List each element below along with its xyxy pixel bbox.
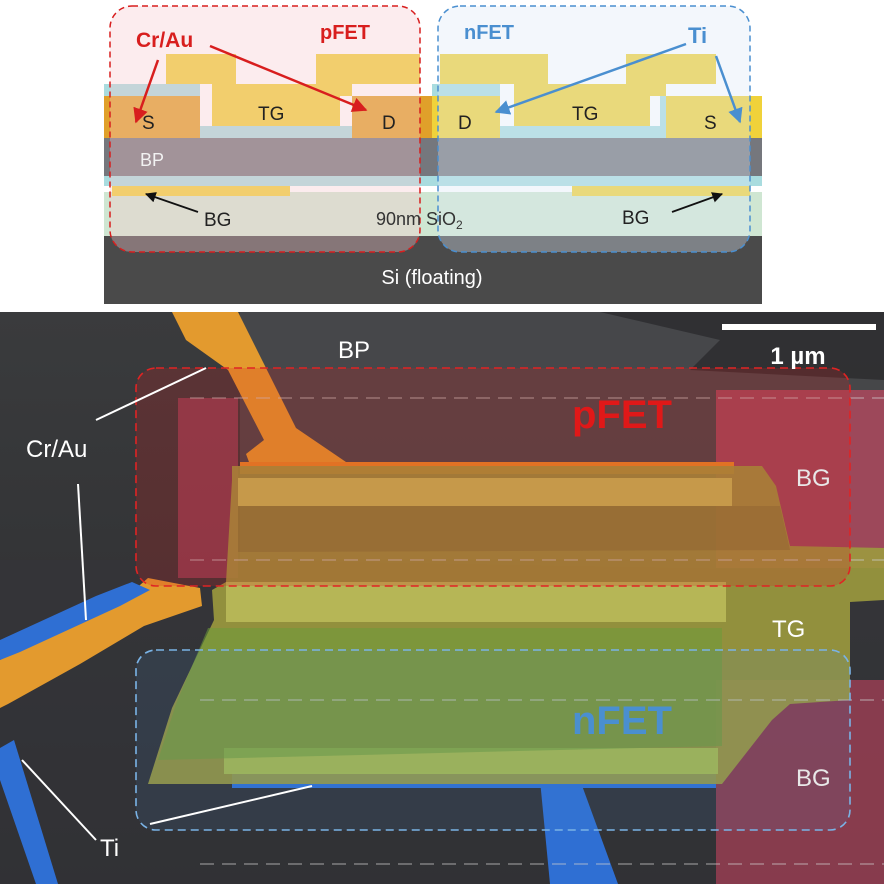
device-schematic: Cr/Au pFET nFET Ti S TG D D TG S BP BG 9… — [104, 5, 762, 304]
ti-lead-bottom — [540, 780, 618, 884]
back-gate-left — [112, 186, 290, 196]
bg-left-label: BG — [204, 210, 231, 231]
pfet-channel-tint — [238, 506, 790, 552]
bg-right-label: BG — [622, 208, 649, 229]
sem-nfet-region — [135, 649, 851, 831]
p-drain-label: D — [382, 113, 396, 134]
ti-arrow-drain — [494, 42, 687, 115]
nfet-label: nFET — [464, 22, 514, 44]
p-top-gate — [166, 54, 420, 126]
ti-leader-1 — [21, 759, 97, 841]
bp-label: BP — [140, 150, 164, 170]
nfet-channel-tint — [158, 628, 722, 760]
sem-pfet-region — [135, 367, 851, 587]
bottom-dielectric — [104, 176, 762, 186]
n-drain-contact — [432, 96, 500, 138]
scale-bar-label: 1 µm — [770, 343, 825, 370]
sem-pfet-label: pFET — [572, 393, 672, 437]
back-gate-right — [572, 186, 750, 196]
ti-lead-left — [0, 582, 150, 660]
sem-ti-label: Ti — [100, 835, 119, 862]
ti-lead-bottom-left — [0, 740, 58, 884]
p-top-gate-label: TG — [258, 104, 284, 125]
top-gate-ridge-middle — [226, 582, 726, 622]
ti-label: Ti — [688, 23, 707, 48]
cr-au-leader-1 — [95, 367, 207, 421]
bg-arrow-right — [671, 192, 724, 213]
p-source-contact — [104, 96, 200, 138]
pfet-region — [109, 5, 421, 253]
n-top-gate — [440, 54, 716, 126]
cr-au-arrow-drain — [209, 44, 368, 112]
n-source-contact — [666, 96, 762, 138]
pfet-label: pFET — [320, 22, 370, 44]
cr-au-lead-lower — [0, 578, 202, 708]
bp-channel — [104, 138, 762, 176]
n-top-gate-label: TG — [572, 104, 598, 125]
si-substrate — [104, 236, 762, 304]
ti-leader-2 — [149, 785, 313, 825]
sem-bg-top-label: BG — [796, 465, 831, 492]
top-gate-ridge-upper — [238, 478, 732, 506]
sem-cr-au-label: Cr/Au — [26, 436, 87, 463]
cr-au-lead-upper — [172, 312, 346, 472]
sio2-label: 90nm SiO2 — [376, 209, 463, 232]
p-source-label: S — [142, 113, 155, 134]
n-drain-label: D — [458, 113, 472, 134]
scale-bar — [722, 324, 876, 330]
sem-bg-bottom-label: BG — [796, 765, 831, 792]
ti-arrow-source — [714, 55, 743, 124]
si-label: Si (floating) — [381, 267, 482, 289]
sem-tg-label: TG — [772, 616, 805, 643]
nfet-region — [437, 5, 751, 253]
n-source-label: S — [704, 113, 717, 134]
sem-nfet-label: nFET — [572, 699, 672, 743]
cr-au-leader-2 — [77, 483, 87, 621]
cr-au-label: Cr/Au — [136, 29, 193, 52]
bg-arrow-left — [144, 192, 199, 213]
back-gate-outline-bottom — [200, 699, 884, 865]
sio2-layer — [104, 192, 762, 236]
back-gate-outline-top — [190, 397, 884, 561]
cr-au-arrow-source — [133, 59, 160, 124]
sem-bp-label: BP — [338, 337, 370, 364]
sem-image: 1 µm BP Cr/Au Ti TG BG BG pFET nFET — [0, 312, 884, 884]
